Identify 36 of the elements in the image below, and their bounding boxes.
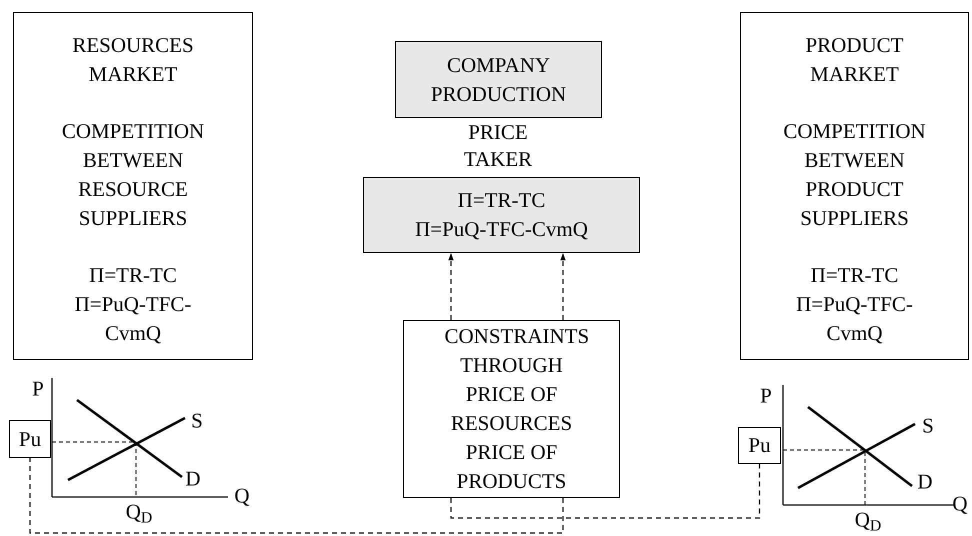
process-box [395,41,602,118]
node-text: Π=PuQ-TFC-CvmQ [414,216,589,243]
axis-label: P [760,382,772,410]
constraints-box [403,320,620,498]
axis-label: Q$_{D}$ [126,498,152,526]
connector [560,253,566,320]
connector [29,458,564,534]
axis-label: S [922,412,934,440]
node-text: PRODUCT MARKET [804,32,905,88]
formula-box [363,177,640,253]
node-text: COMPETITION BETWEEN PRODUCT SUPPLIERS [782,118,927,232]
axis-label: Q [952,490,968,518]
node-text: Π=PuQ-TFC-CvmQ [795,291,914,347]
node-text: Pu [748,432,771,459]
connector [450,464,760,519]
price-box [9,420,51,458]
node-text: Π=TR-TC [810,262,900,289]
axis-label: Q [234,482,250,510]
node-text: RESOURCES MARKET [71,32,195,88]
node-text: Π=TR-TC [456,187,546,214]
axis-label: D [917,468,933,496]
node-text: COMPETITION BETWEEN RESOURCE SUPPLIERS [60,118,206,232]
axis-label: Q$_{D}$ [854,506,882,534]
node-text: Π=TR-TC [88,262,178,289]
node-text: Pu [18,426,42,452]
market-box [740,12,969,360]
market-box [13,12,253,360]
axis-label: P [32,376,44,402]
node-text: COMPANY PRODUCTION [430,52,568,108]
axis-label: S [191,408,203,434]
node-text: CONSTRAINTS THROUGH PRICE OF RESOURCES PRICE OF PRODUCTS [444,323,586,495]
price-box [738,427,781,464]
node-text: Π=PuQ-TFC-CvmQ [74,291,192,347]
annotation-text: PRICE TAKER [462,119,534,173]
connector [448,253,454,320]
axis-label: D [185,466,201,492]
